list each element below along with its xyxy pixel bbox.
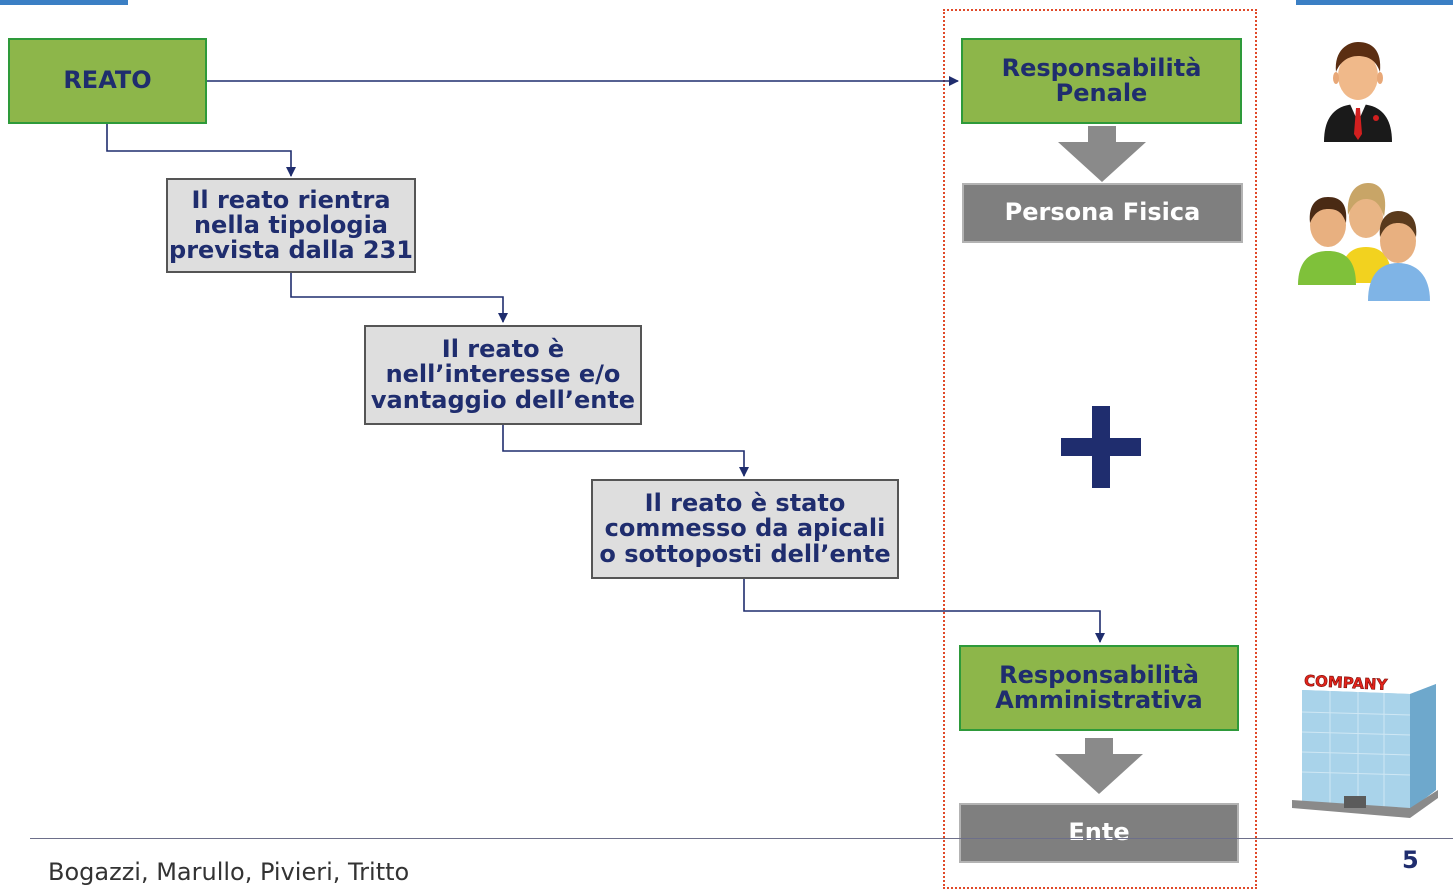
responsabilita-penale-line1: Responsabilità: [1001, 53, 1202, 82]
step-tipologia-box: Il reato rientra nella tipologia previst…: [166, 178, 416, 273]
plus-sign: [1058, 400, 1144, 492]
persona-fisica-box: Persona Fisica: [962, 183, 1243, 243]
step-interesse-line1: Il reato è: [441, 335, 565, 364]
footer-divider: [30, 838, 1453, 839]
top-right-accent-bar: [1296, 0, 1453, 5]
connector-step2-to-step3: [502, 424, 749, 477]
step-tipologia-line2: nella tipologia: [193, 210, 389, 239]
businessman-icon: [1324, 42, 1392, 142]
footer-authors: Bogazzi, Marullo, Pivieri, Tritto: [48, 858, 410, 886]
plus-horizontal-bar: [1061, 438, 1141, 456]
responsabilita-penale-line2: Penale: [1055, 79, 1148, 107]
step-tipologia-line3: prevista dalla 231: [169, 236, 413, 265]
down-arrow-penale: [1058, 126, 1146, 182]
step-interesse-line2: nell’interesse e/o: [385, 360, 621, 389]
page-number: 5: [1402, 846, 1419, 874]
connector-step1-to-step2: [290, 272, 508, 323]
ente-box: Ente: [959, 803, 1239, 863]
step-tipologia-line1: Il reato rientra: [191, 185, 391, 214]
connector-reato-to-step1: [106, 123, 296, 177]
company-sign-text: COMPANY: [1304, 672, 1389, 694]
responsabilita-amministrativa-line2: Amministrativa: [995, 686, 1203, 714]
company-building-icon: COMPANY: [1292, 672, 1438, 818]
responsabilita-penale-box: Responsabilità Penale: [961, 38, 1242, 124]
step-apicali-line3: o sottoposti dell’ente: [599, 539, 891, 568]
ente-label: Ente: [1068, 818, 1130, 847]
reato-label: REATO: [63, 66, 152, 95]
down-arrow-amministrativa: [1055, 738, 1143, 794]
group-icon: [1298, 183, 1430, 301]
top-left-accent-bar: [0, 0, 128, 5]
reato-box: REATO: [8, 38, 207, 124]
persona-fisica-label: Persona Fisica: [1004, 198, 1201, 227]
step-interesse-line3: vantaggio dell’ente: [370, 385, 636, 414]
step-apicali-box: Il reato è stato commesso da apicali o s…: [591, 479, 899, 579]
connector-step3-to-amministrativa: [743, 578, 1105, 643]
step-apicali-line1: Il reato è stato: [644, 489, 846, 518]
step-apicali-line2: commesso da apicali: [604, 514, 886, 543]
responsabilita-amministrativa-line1: Responsabilità: [999, 660, 1199, 689]
responsabilita-amministrativa-box: Responsabilità Amministrativa: [959, 645, 1239, 731]
step-interesse-box: Il reato è nell’interesse e/o vantaggio …: [364, 325, 642, 425]
